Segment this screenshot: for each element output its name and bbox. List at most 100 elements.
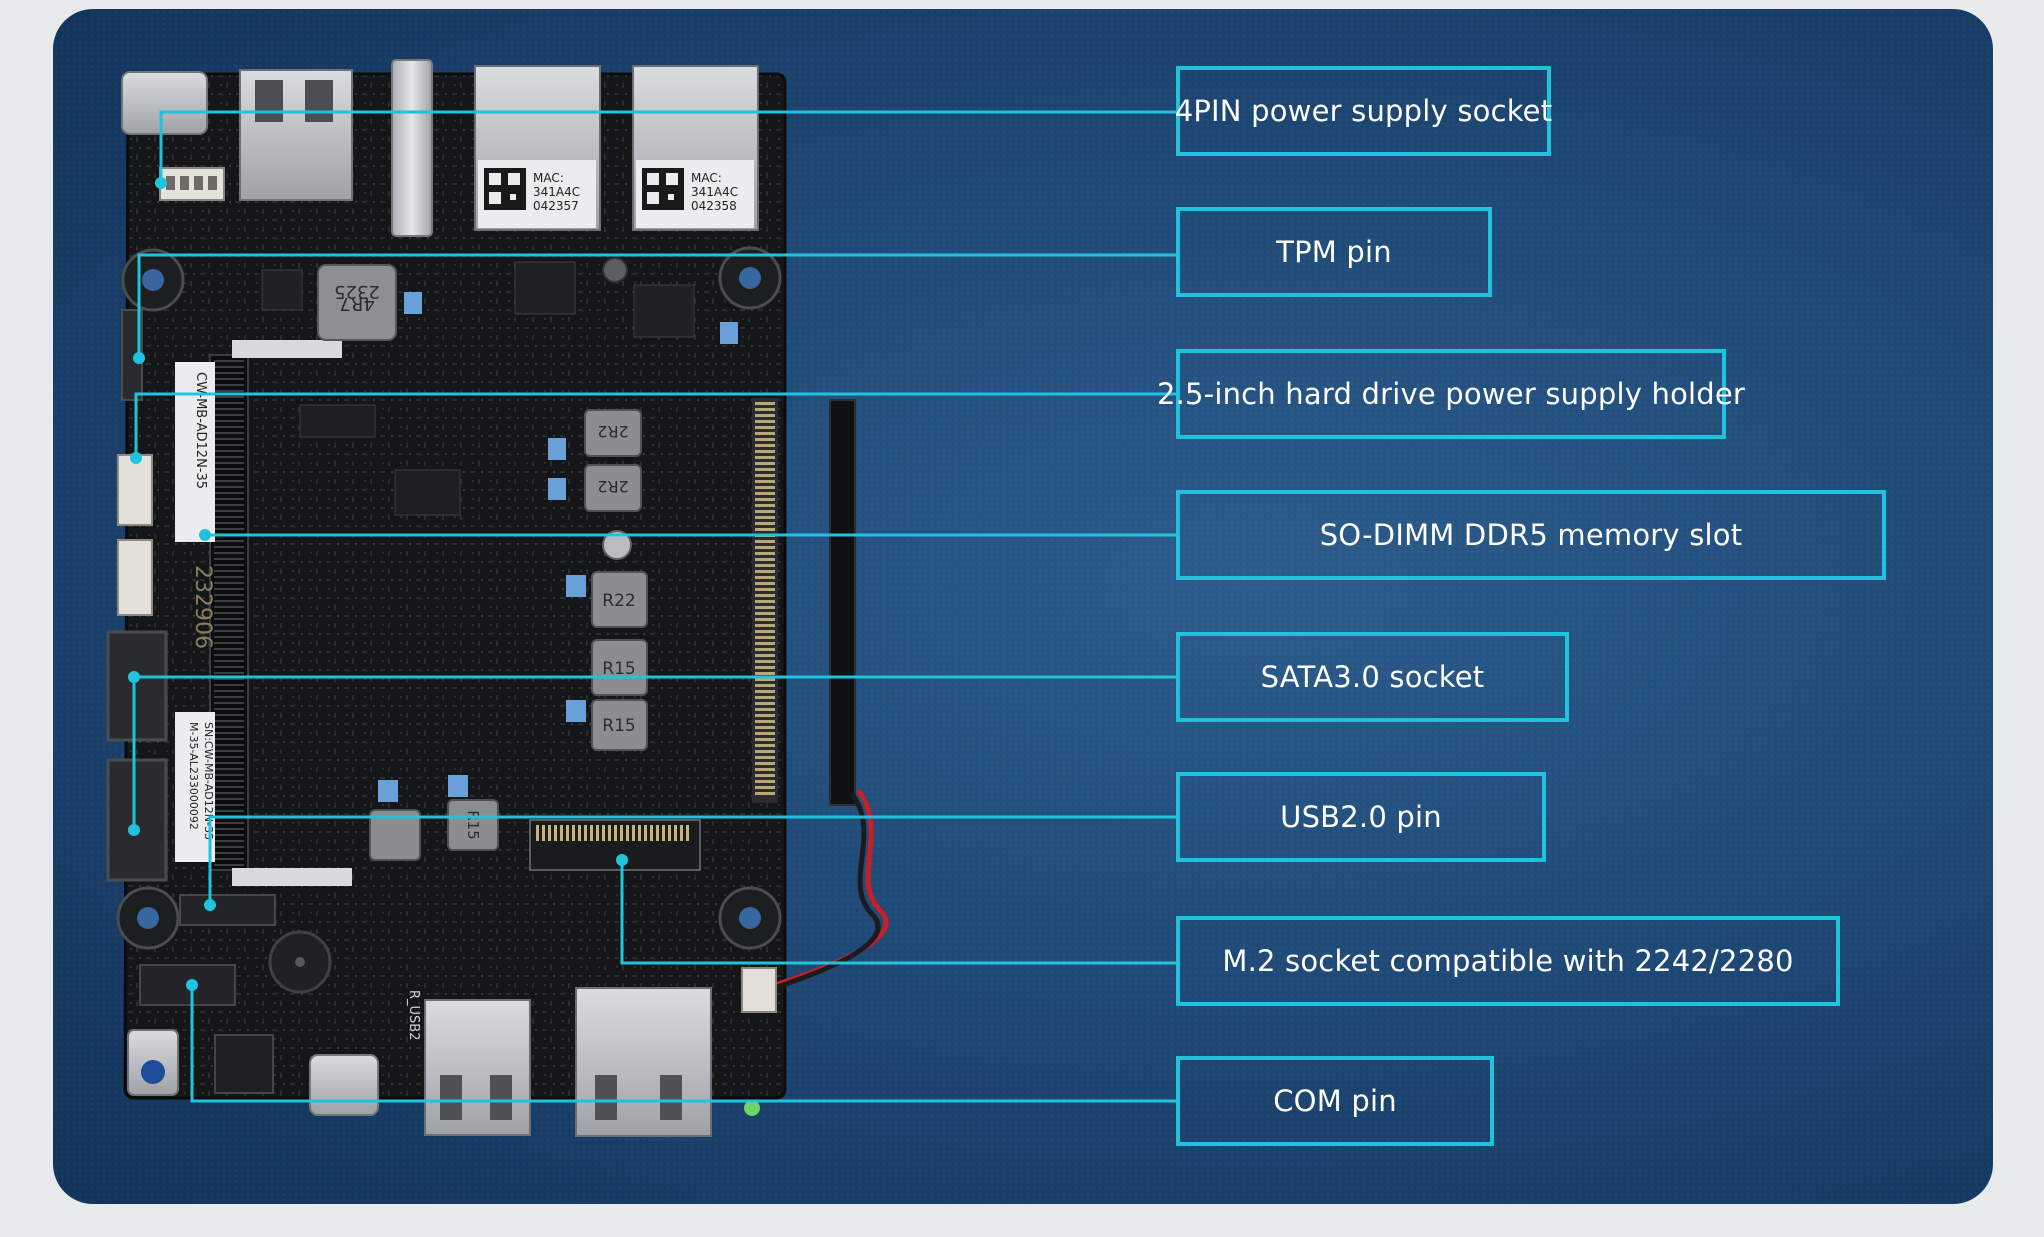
sodimm-slot bbox=[209, 340, 352, 886]
dimmpins-pin bbox=[214, 660, 244, 662]
edgepins-pin bbox=[755, 774, 775, 777]
callout-sata30-socket: SATA3.0 socket bbox=[1176, 632, 1569, 722]
edgepins-pin bbox=[755, 402, 775, 405]
edgepins-pin bbox=[755, 612, 775, 615]
dimmpins-pin bbox=[214, 516, 244, 518]
dimmpins-pin bbox=[214, 792, 244, 794]
vrm-label-4: R15 bbox=[602, 659, 635, 679]
silk-model: CW-MB-AD12N-35 bbox=[193, 372, 208, 489]
edgepins-pin bbox=[755, 426, 775, 429]
m2pins-pin bbox=[548, 825, 551, 841]
m2-slot bbox=[529, 819, 701, 871]
m2pins-pin bbox=[584, 825, 587, 841]
dimmpins-pin bbox=[214, 552, 244, 554]
m2pins-pin bbox=[542, 825, 545, 841]
m2pins-pin bbox=[680, 825, 683, 841]
dimmpins-pin bbox=[214, 576, 244, 578]
dimmpins-pin bbox=[214, 714, 244, 716]
edgepins-pin bbox=[755, 456, 775, 459]
edgepins-pin bbox=[755, 630, 775, 633]
edgepins-pin bbox=[755, 732, 775, 735]
callout-4pin-power-supply-socket: 4PIN power supply socket bbox=[1175, 66, 1552, 156]
dot-com bbox=[186, 979, 198, 991]
vrm-label-2: 2R2 bbox=[597, 477, 628, 496]
dimmpins-pin bbox=[214, 396, 244, 398]
edgepins-pin bbox=[755, 678, 775, 681]
m2pins-pin bbox=[614, 825, 617, 841]
dimmpins-pin bbox=[214, 840, 244, 842]
leader-com bbox=[190, 985, 1176, 1103]
leader-power bbox=[159, 110, 1176, 183]
leader-usb bbox=[208, 815, 1176, 905]
dimmpins-pin bbox=[214, 672, 244, 674]
callout-m2-socket: M.2 socket compatible with 2242/2280 bbox=[1176, 916, 1840, 1006]
edgepins-pin bbox=[755, 552, 775, 555]
edgepins-pin bbox=[755, 660, 775, 663]
dimmpins-pin bbox=[214, 750, 244, 752]
dimmpins-pin bbox=[214, 390, 244, 392]
edgepins-pin bbox=[755, 462, 775, 465]
dimmpins-pin bbox=[214, 636, 244, 638]
dot-hdd bbox=[130, 452, 142, 464]
m2pins-pin bbox=[566, 825, 569, 841]
edgepins-pin bbox=[755, 546, 775, 549]
board-stickers: CW-MB-AD12N-35 SN:CW-MB-AD12N-35 M-35-AL… bbox=[175, 362, 215, 862]
dimmpins-pin bbox=[214, 408, 244, 410]
dot-dimm bbox=[199, 529, 211, 541]
edgepins-pin bbox=[755, 696, 775, 699]
edgepins-pin bbox=[755, 450, 775, 453]
dimmpins-pin bbox=[214, 786, 244, 788]
dimmpins-pin bbox=[214, 720, 244, 722]
edgepins-pin bbox=[755, 606, 775, 609]
dimmpins-pin bbox=[214, 432, 244, 434]
dimmpins-pin bbox=[214, 756, 244, 758]
edgepins-pin bbox=[755, 498, 775, 501]
m2pins-pin bbox=[578, 825, 581, 841]
edgepins-pin bbox=[755, 786, 775, 789]
dimmpins-pin bbox=[214, 666, 244, 668]
dimmpins-pin bbox=[214, 450, 244, 452]
top-io-ports: MAC: 341A4C 042357 MAC: 341A4C 042358 bbox=[121, 59, 759, 237]
m2pins-pin bbox=[662, 825, 665, 841]
mounting-holes bbox=[116, 246, 782, 950]
dimmpins-pin bbox=[214, 456, 244, 458]
dimmpins-pin bbox=[214, 420, 244, 422]
callout-tpm-pin: TPM pin bbox=[1176, 207, 1492, 297]
dimmpins-pin bbox=[214, 384, 244, 386]
edgepins-pin bbox=[755, 636, 775, 639]
dimmpins-pin bbox=[214, 858, 244, 860]
edgepins-pin bbox=[755, 600, 775, 603]
dimmpins-pin bbox=[214, 654, 244, 656]
dimmpins-pin bbox=[214, 696, 244, 698]
dimmpins-pin bbox=[214, 360, 244, 362]
dimmpins-pin bbox=[214, 498, 244, 500]
dimmpins-pin bbox=[214, 414, 244, 416]
silk-sn: SN:CW-MB-AD12N-35 bbox=[202, 722, 215, 840]
dimmpins-pin bbox=[214, 612, 244, 614]
dimmpins-pin bbox=[214, 486, 244, 488]
dimmpins-pin bbox=[214, 702, 244, 704]
dimmpins-pin bbox=[214, 846, 244, 848]
m2pins-pin bbox=[554, 825, 557, 841]
dimmpins-pin bbox=[214, 600, 244, 602]
edgepins-pin bbox=[755, 576, 775, 579]
dimmpins-pin bbox=[214, 726, 244, 728]
callout-leader-lines bbox=[132, 110, 1176, 1103]
dimmpins-pin bbox=[214, 546, 244, 548]
edgepins-pin bbox=[755, 654, 775, 657]
dimmpins-pin bbox=[214, 768, 244, 770]
m2pins-pin bbox=[644, 825, 647, 841]
dimmpins-pin bbox=[214, 624, 244, 626]
dimmpins-pin bbox=[214, 510, 244, 512]
leader-endpoints bbox=[128, 177, 628, 991]
rtc-battery-cable bbox=[741, 788, 889, 1116]
dot-m2 bbox=[616, 854, 628, 866]
dimmpins-pin bbox=[214, 468, 244, 470]
dimmpins-pin bbox=[214, 708, 244, 710]
dimmpins-pin bbox=[214, 828, 244, 830]
dimmpins-pin bbox=[214, 762, 244, 764]
m2pins-pin bbox=[650, 825, 653, 841]
dimmpins-pin bbox=[214, 618, 244, 620]
edgepins-pin bbox=[755, 516, 775, 519]
